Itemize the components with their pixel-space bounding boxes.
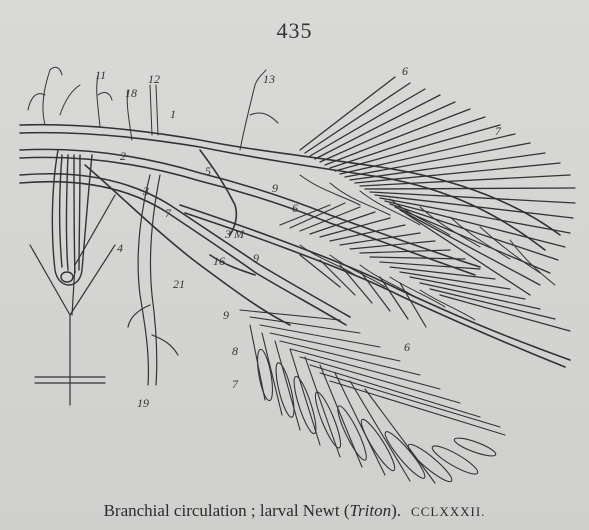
label-6-lower: 6 xyxy=(404,340,410,354)
label-6-middle: 6 xyxy=(292,201,298,215)
caption-genus: Triton xyxy=(350,501,392,520)
label-7-upper: 7 xyxy=(495,124,502,138)
label-3m: 3 M xyxy=(224,227,245,241)
label-7-middle: 7 xyxy=(165,206,172,220)
label-5: 5 xyxy=(205,164,211,178)
branch-vessels xyxy=(300,175,555,320)
caption-text-end: ). xyxy=(391,501,401,520)
label-16: 16 xyxy=(213,254,225,268)
label-6-upper: 6 xyxy=(402,64,408,78)
figure-caption: Branchial circulation ; larval Newt (Tri… xyxy=(0,501,589,521)
label-3: 3 xyxy=(142,184,149,198)
label-11: 11 xyxy=(95,68,106,82)
label-21: 21 xyxy=(173,277,185,291)
label-1: 1 xyxy=(170,107,176,121)
label-9-middle: 9 xyxy=(253,251,259,265)
branchial-circulation-illustration: 6 7 13 11 12 18 1 2 3 4 5 7 9 6 3 M 16 9… xyxy=(0,55,589,495)
label-7-lower: 7 xyxy=(232,377,239,391)
label-18: 18 xyxy=(125,86,137,100)
label-19: 19 xyxy=(137,396,149,410)
lower-gill xyxy=(240,310,505,486)
label-9-lower: 9 xyxy=(223,308,229,322)
heart xyxy=(52,150,92,285)
label-4: 4 xyxy=(117,241,123,255)
caption-text: Branchial circulation ; larval Newt ( xyxy=(104,501,350,520)
page-number: 435 xyxy=(0,18,589,44)
label-12: 12 xyxy=(148,72,160,86)
plate-number: CCLXXXII. xyxy=(411,504,485,519)
label-9-upper: 9 xyxy=(272,181,278,195)
label-8: 8 xyxy=(232,344,238,358)
label-2: 2 xyxy=(120,149,126,163)
label-13: 13 xyxy=(263,72,275,86)
